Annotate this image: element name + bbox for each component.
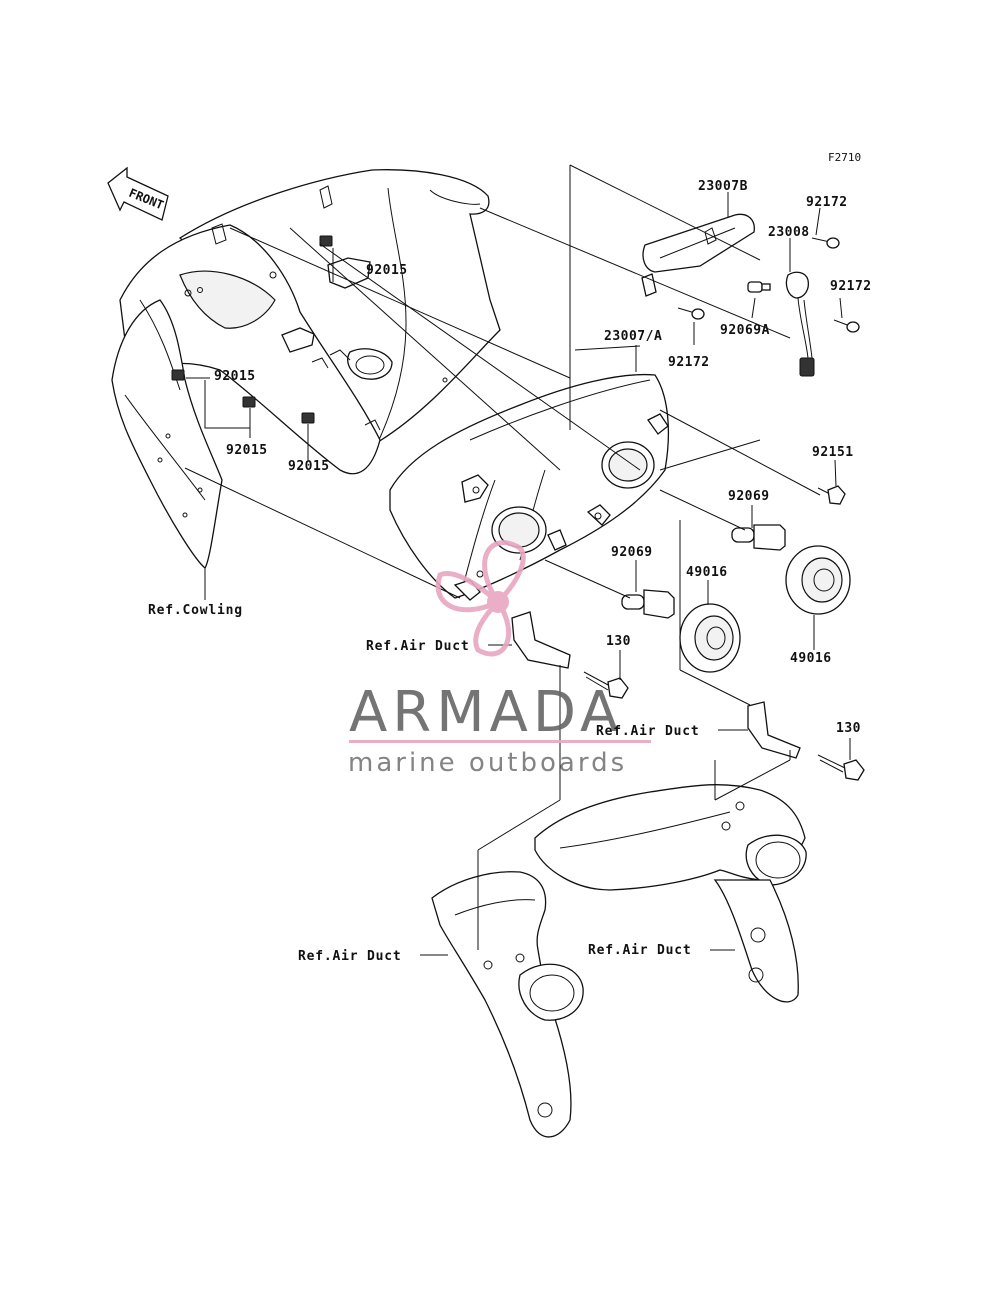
label-92015-a: 92015 <box>366 263 408 278</box>
label-23007B: 23007B <box>698 179 748 194</box>
label-130-a: 130 <box>606 634 631 649</box>
figure-code: F2710 <box>828 151 861 164</box>
air-duct-right <box>534 784 807 1003</box>
screw-92172-3 <box>677 307 705 320</box>
bracket-right <box>747 701 801 759</box>
ref-air-duct-4: Ref.Air Duct <box>588 943 692 958</box>
propeller-icon <box>435 540 526 657</box>
clip-nut-92015-3 <box>242 396 256 408</box>
bolt-92151 <box>817 485 846 505</box>
label-92069-a: 92069 <box>728 489 770 504</box>
label-49016-a: 49016 <box>686 565 728 580</box>
screw-92172-1 <box>811 237 840 249</box>
clip-nut-92015-1 <box>319 235 333 247</box>
socket-23008 <box>785 271 815 377</box>
label-92151: 92151 <box>812 445 854 460</box>
label-130-b: 130 <box>836 721 861 736</box>
label-49016-b: 49016 <box>790 651 832 666</box>
watermark-subtitle: marine outboards <box>348 748 627 778</box>
label-23007A: 23007/A <box>604 329 662 344</box>
label-23008: 23008 <box>768 225 810 240</box>
leader-lines <box>184 164 851 956</box>
watermark-title: ARMADA <box>349 680 623 745</box>
ref-air-duct-1: Ref.Air Duct <box>366 639 470 654</box>
headlight-assembly <box>389 373 670 601</box>
bolt-130-1 <box>583 671 629 699</box>
label-92172-c: 92172 <box>668 355 710 370</box>
ref-air-duct-3: Ref.Air Duct <box>298 949 402 964</box>
bracket-left <box>511 611 571 669</box>
ref-cowling: Ref.Cowling <box>148 603 243 618</box>
label-92172-b: 92172 <box>830 279 872 294</box>
bulb-92069-lower <box>621 589 675 619</box>
air-duct-left <box>431 871 584 1138</box>
rubber-cap-49016-right <box>785 545 851 615</box>
ref-air-duct-2: Ref.Air Duct <box>596 724 700 739</box>
rubber-cap-49016-left <box>679 603 741 673</box>
front-arrow-icon: FRONT <box>107 166 169 221</box>
label-92069-b: 92069 <box>611 545 653 560</box>
clip-nut-92015-2 <box>171 369 185 381</box>
screw-92172-2 <box>833 319 860 333</box>
label-92015-d: 92015 <box>288 459 330 474</box>
bulb-92069A <box>747 281 771 293</box>
cowling-assembly <box>111 169 501 569</box>
label-92015-c: 92015 <box>226 443 268 458</box>
clip-nut-92015-4 <box>301 412 315 424</box>
label-92015-b: 92015 <box>214 369 256 384</box>
position-light-housing <box>641 213 755 297</box>
bulb-92069-upper <box>731 524 786 551</box>
label-92172-a: 92172 <box>806 195 848 210</box>
watermark: ARMADA marine outboards <box>348 540 651 778</box>
bolt-130-2 <box>817 754 865 781</box>
watermark-rule <box>349 740 651 743</box>
label-92069A: 92069A <box>720 323 770 338</box>
